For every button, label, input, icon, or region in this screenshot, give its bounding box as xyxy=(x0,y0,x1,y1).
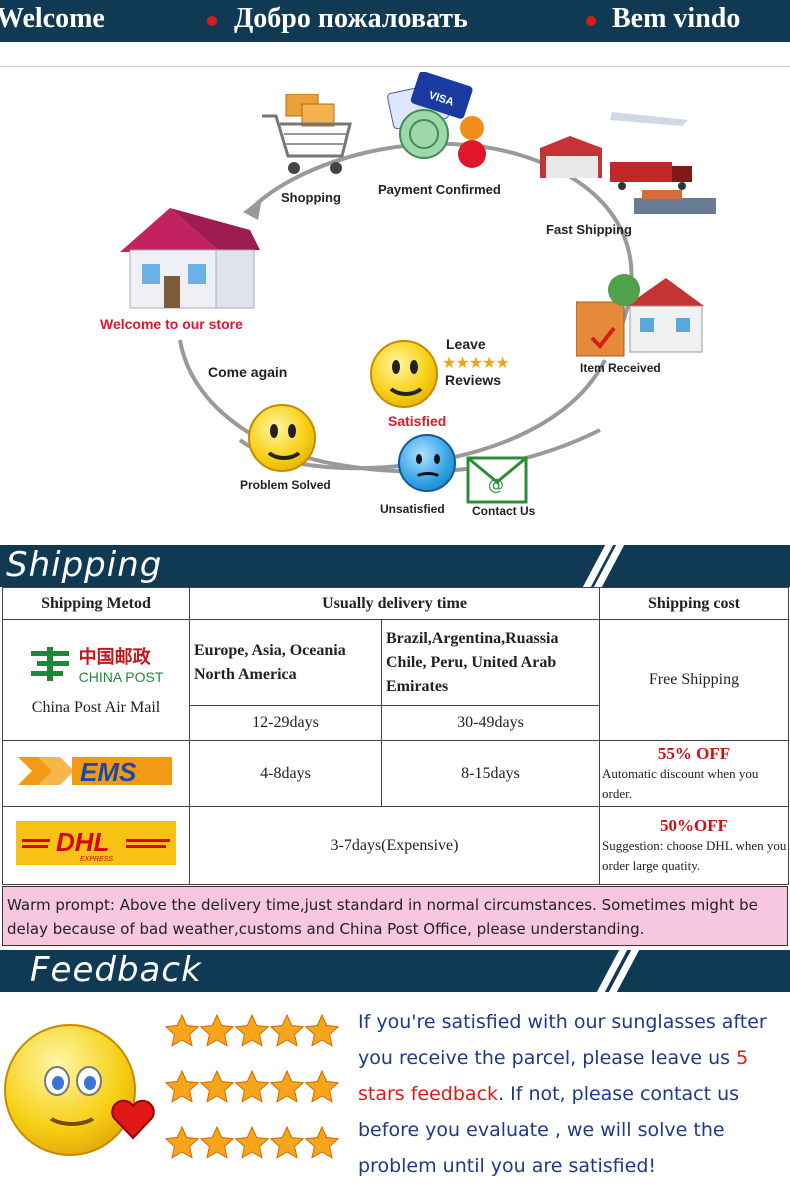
rating-star-icon xyxy=(199,1013,235,1047)
step-leave: Leave xyxy=(446,336,486,352)
divider xyxy=(0,66,790,67)
welcome-pt: Bem vindo xyxy=(612,3,741,34)
step-payment-confirmed: Payment Confirmed xyxy=(378,182,501,197)
satisfied-smiley-icon xyxy=(370,340,438,408)
china-post-region2: Brazil,Argentina,Ruassia Chile, Peru, Un… xyxy=(381,619,600,706)
rating-star-icon xyxy=(165,1125,200,1159)
order-process-diagram: Shopping VISA Payment Confirmed Fast Shi… xyxy=(0,70,790,540)
store-house-icon xyxy=(120,208,260,309)
china-post-logo-cn: 中国邮政 xyxy=(78,647,151,668)
china-post-time2: 30-49days xyxy=(381,705,600,741)
dhl-time: 3-7days(Expensive) xyxy=(189,806,600,885)
heart-icon xyxy=(111,1099,155,1140)
step-fast-shipping: Fast Shipping xyxy=(546,222,632,237)
dhl-logo-icon: DHL EXPRESS xyxy=(16,821,176,865)
five-star-rows xyxy=(165,1013,340,1159)
ems-cost-cell: 55% OFF Automatic discount when you orde… xyxy=(599,740,789,807)
step-satisfied: Satisfied xyxy=(388,413,447,429)
feedback-text-a: If you're satisfied with our sunglasses … xyxy=(358,1011,767,1069)
step-contact-us: Contact Us xyxy=(472,504,536,518)
step-welcome-store: Welcome to our store xyxy=(100,316,243,332)
ems-cell: EMS xyxy=(2,740,190,807)
feedback-section-header: Feedback xyxy=(0,950,790,992)
shipping-section-header: Shipping xyxy=(0,545,790,587)
fast-shipping-icon xyxy=(540,112,716,214)
welcome-banner: Welcome Добро пожаловать Bem vindo xyxy=(0,0,790,42)
rating-star-icon xyxy=(269,1069,305,1103)
ems-logo-text: EMS xyxy=(80,757,137,787)
rating-star-icon xyxy=(304,1069,340,1103)
ems-note: Automatic discount when you order. xyxy=(602,765,759,801)
rating-star-icon xyxy=(234,1013,270,1047)
step-come-again: Come again xyxy=(208,364,288,380)
dhl-note: Suggestion: choose DHL when you order la… xyxy=(602,837,787,873)
rating-star-icon xyxy=(234,1125,270,1159)
dhl-logo-text: DHL xyxy=(56,827,109,857)
rating-star-icon xyxy=(165,1013,200,1047)
bullet-dot xyxy=(207,16,217,26)
item-received-icon xyxy=(576,274,704,357)
feedback-text-highlight: 5 stars feedback xyxy=(358,1047,749,1105)
ems-time1: 4-8days xyxy=(189,740,382,807)
problem-solved-smiley-icon xyxy=(248,404,316,472)
rating-star-icon xyxy=(234,1069,270,1103)
ems-discount: 55% OFF xyxy=(657,743,731,763)
shipping-table: Shipping Metod Usually delivery time Shi… xyxy=(2,587,789,885)
ems-logo-icon: EMS xyxy=(18,757,172,787)
dhl-logo-subtext: EXPRESS xyxy=(80,856,113,863)
smiley-heart-icon xyxy=(4,1024,136,1156)
unsatisfied-face-icon xyxy=(398,434,456,492)
rating-star-icon xyxy=(304,1013,340,1047)
china-post-cell: 中国邮政 CHINA POST China Post Air Mail xyxy=(2,619,190,741)
shipping-title: Shipping xyxy=(6,545,163,585)
ems-time2: 8-15days xyxy=(381,740,600,807)
payment-cards-icon: VISA xyxy=(387,72,486,168)
col-header-delivery: Usually delivery time xyxy=(189,587,600,620)
svg-text:@: @ xyxy=(488,475,504,494)
shopping-cart-icon xyxy=(262,94,352,174)
welcome-ru: Добро пожаловать xyxy=(234,3,468,34)
step-problem-solved: Problem Solved xyxy=(240,478,331,492)
step-item-received: Item Received xyxy=(580,361,661,375)
step-unsatisfied: Unsatisfied xyxy=(380,502,445,516)
col-header-method: Shipping Metod xyxy=(2,587,190,620)
dhl-cell: DHL EXPRESS xyxy=(2,806,190,885)
step-reviews: Reviews xyxy=(445,372,502,388)
welcome-en: Welcome xyxy=(0,3,105,34)
china-post-region1: Europe, Asia, Oceania North America xyxy=(189,619,382,706)
feedback-section: If you're satisfied with our sunglasses … xyxy=(0,994,790,1192)
dhl-cost-cell: 50%OFF Suggestion: choose DHL when you o… xyxy=(599,806,789,885)
china-post-logo-en: CHINA POST xyxy=(78,669,164,685)
bullet-dot xyxy=(586,16,596,26)
rating-star-icon xyxy=(165,1069,200,1103)
step-shopping: Shopping xyxy=(281,190,341,205)
feedback-text-b: . If not, please contact us before you e… xyxy=(358,1083,740,1177)
china-post-cost: Free Shipping xyxy=(599,619,789,741)
rating-star-icon xyxy=(304,1125,340,1159)
feedback-title: Feedback xyxy=(30,950,202,990)
feedback-message: If you're satisfied with our sunglasses … xyxy=(358,1004,788,1184)
china-post-time1: 12-29days xyxy=(189,705,382,741)
contact-envelope-icon: @ xyxy=(466,456,528,504)
rating-star-icon xyxy=(269,1013,305,1047)
warm-prompt: Warm prompt: Above the delivery time,jus… xyxy=(2,886,788,946)
rating-star-icon xyxy=(269,1125,305,1159)
dhl-discount: 50%OFF xyxy=(660,815,728,835)
rating-star-icon xyxy=(199,1069,235,1103)
col-header-cost: Shipping cost xyxy=(599,587,789,620)
china-post-logo: 中国邮政 CHINA POST xyxy=(3,643,189,685)
china-post-emblem-icon xyxy=(30,647,69,681)
rating-star-icon xyxy=(199,1125,235,1159)
china-post-name: China Post Air Mail xyxy=(31,699,161,716)
review-stars: ★★★★★ xyxy=(442,353,510,372)
